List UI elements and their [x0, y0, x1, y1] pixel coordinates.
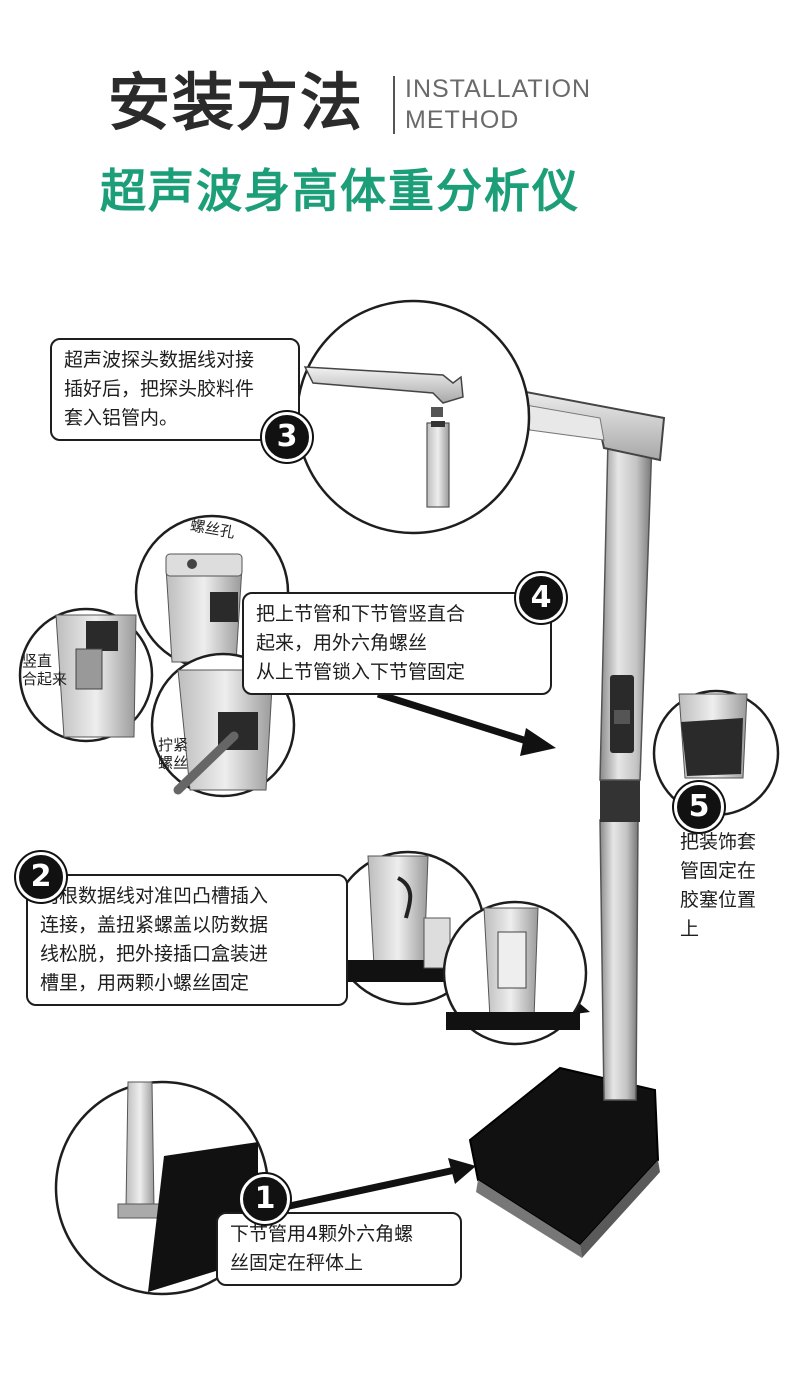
step-2-line-2: 连接，盖扭紧螺盖以防数据 [40, 914, 269, 936]
detail-circle-step-5 [652, 689, 780, 817]
tighten-screw-label: 拧紧 螺丝 [158, 736, 188, 772]
step-1-line-2: 丝固定在秤体上 [230, 1252, 364, 1274]
step-2-line-4: 槽里，用两颗小螺丝固定 [40, 972, 250, 994]
step-1-instructions: 下节管用4颗外六角螺 丝固定在秤体上 [216, 1212, 462, 1286]
detail-circle-step-3 [295, 299, 531, 535]
upper-pole [599, 439, 653, 781]
step-4-instructions: 把上节管和下节管竖直合 起来，用外六角螺丝 从上节管锁入下节管固定 [242, 592, 552, 695]
page-title: 安装方法 [108, 66, 365, 139]
title-english-line-2: METHOD [405, 106, 520, 134]
vertical-join-line-1: 竖直 [22, 652, 53, 670]
step-5-line-4: 上 [680, 918, 700, 940]
vertical-join-label: 竖直 合起来 [22, 652, 67, 688]
step-5-instructions: 把装饰套 管固定在 胶塞位置 上 [680, 828, 756, 944]
step-1-line-1: 下节管用4颗外六角螺 [230, 1223, 414, 1245]
detail-circle-vertical-join [18, 607, 154, 743]
step-2-line-3: 线松脱，把外接插口盒装进 [40, 943, 269, 965]
arrow-step-4 [376, 690, 556, 756]
vertical-join-line-2: 合起来 [22, 670, 68, 688]
step-3-line-2: 插好后，把探头胶料件 [64, 378, 255, 400]
title-english-line-1: INSTALLATION [405, 75, 592, 103]
step-3-line-1: 超声波探头数据线对接 [64, 349, 255, 371]
step-4-line-1: 把上节管和下节管竖直合 [256, 603, 466, 625]
step-4-line-3: 从上节管锁入下节管固定 [256, 661, 466, 683]
detail-circle-step-2-b [442, 900, 588, 1046]
scale-platform [468, 1066, 660, 1258]
step-2-instructions: 两根数据线对准凹凸槽插入 连接，盖扭紧螺盖以防数据 线松脱，把外接插口盒装进 槽… [26, 874, 348, 1006]
step-2-badge: 2 [16, 852, 66, 902]
step-5-line-2: 管固定在 [680, 860, 757, 882]
step-3-badge: 3 [262, 412, 312, 462]
step-4-line-2: 起来，用外六角螺丝 [256, 632, 428, 654]
step-5-badge: 5 [674, 782, 724, 832]
title-english: INSTALLATION METHOD [405, 74, 591, 136]
product-subtitle: 超声波身高体重分析仪 [100, 164, 580, 218]
detail-circle-screw-hole [134, 514, 290, 670]
step-1-badge: 1 [240, 1174, 290, 1224]
step-2-line-1: 两根数据线对准凹凸槽插入 [40, 885, 269, 907]
tighten-line-2: 螺丝 [158, 754, 189, 772]
step-3-line-3: 套入铝管内。 [64, 407, 179, 429]
lower-pole [599, 780, 640, 1101]
detail-circle-step-1 [54, 1080, 270, 1296]
step-5-line-1: 把装饰套 [680, 831, 757, 853]
step-4-badge: 4 [516, 573, 566, 623]
tighten-line-1: 拧紧 [158, 736, 189, 754]
arrow-step-1 [284, 1158, 476, 1211]
step-3-instructions: 超声波探头数据线对接 插好后，把探头胶料件 套入铝管内。 [50, 338, 300, 441]
step-5-line-3: 胶塞位置 [680, 889, 757, 911]
title-divider [393, 76, 395, 134]
